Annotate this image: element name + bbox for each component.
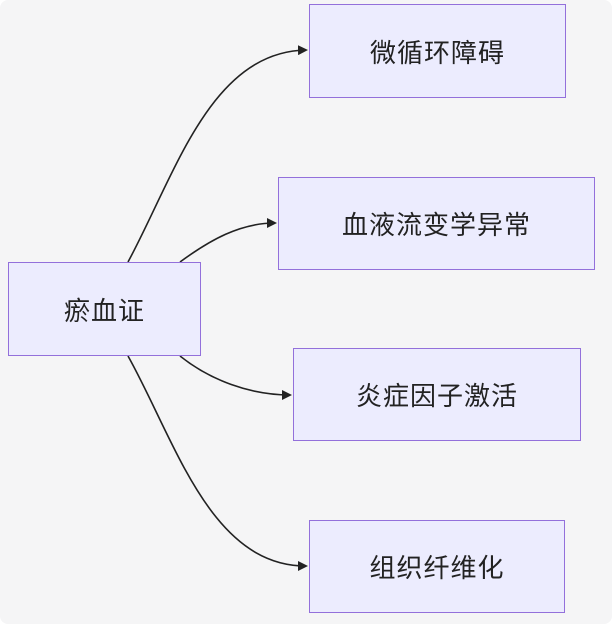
node-fibrosis: 组织纤维化 xyxy=(309,520,565,613)
node-hemorheology-label: 血液流变学异常 xyxy=(341,211,531,241)
node-fibrosis-label: 组织纤维化 xyxy=(369,554,505,584)
edge-root-to-microcirculation xyxy=(127,45,308,263)
edge-root-to-inflammation xyxy=(179,355,292,400)
node-root: 瘀血证 xyxy=(8,262,201,356)
node-microcirculation: 微循环障碍 xyxy=(309,4,566,98)
node-microcirculation-label: 微循环障碍 xyxy=(369,38,505,69)
node-hemorheology: 血液流变学异常 xyxy=(278,177,595,270)
edge-root-to-hemorheology xyxy=(179,218,277,263)
node-inflammation: 炎症因子激活 xyxy=(293,348,581,441)
edge-root-to-fibrosis xyxy=(127,355,308,571)
node-root-label: 瘀血证 xyxy=(63,296,145,327)
node-inflammation-label: 炎症因子激活 xyxy=(355,382,518,412)
